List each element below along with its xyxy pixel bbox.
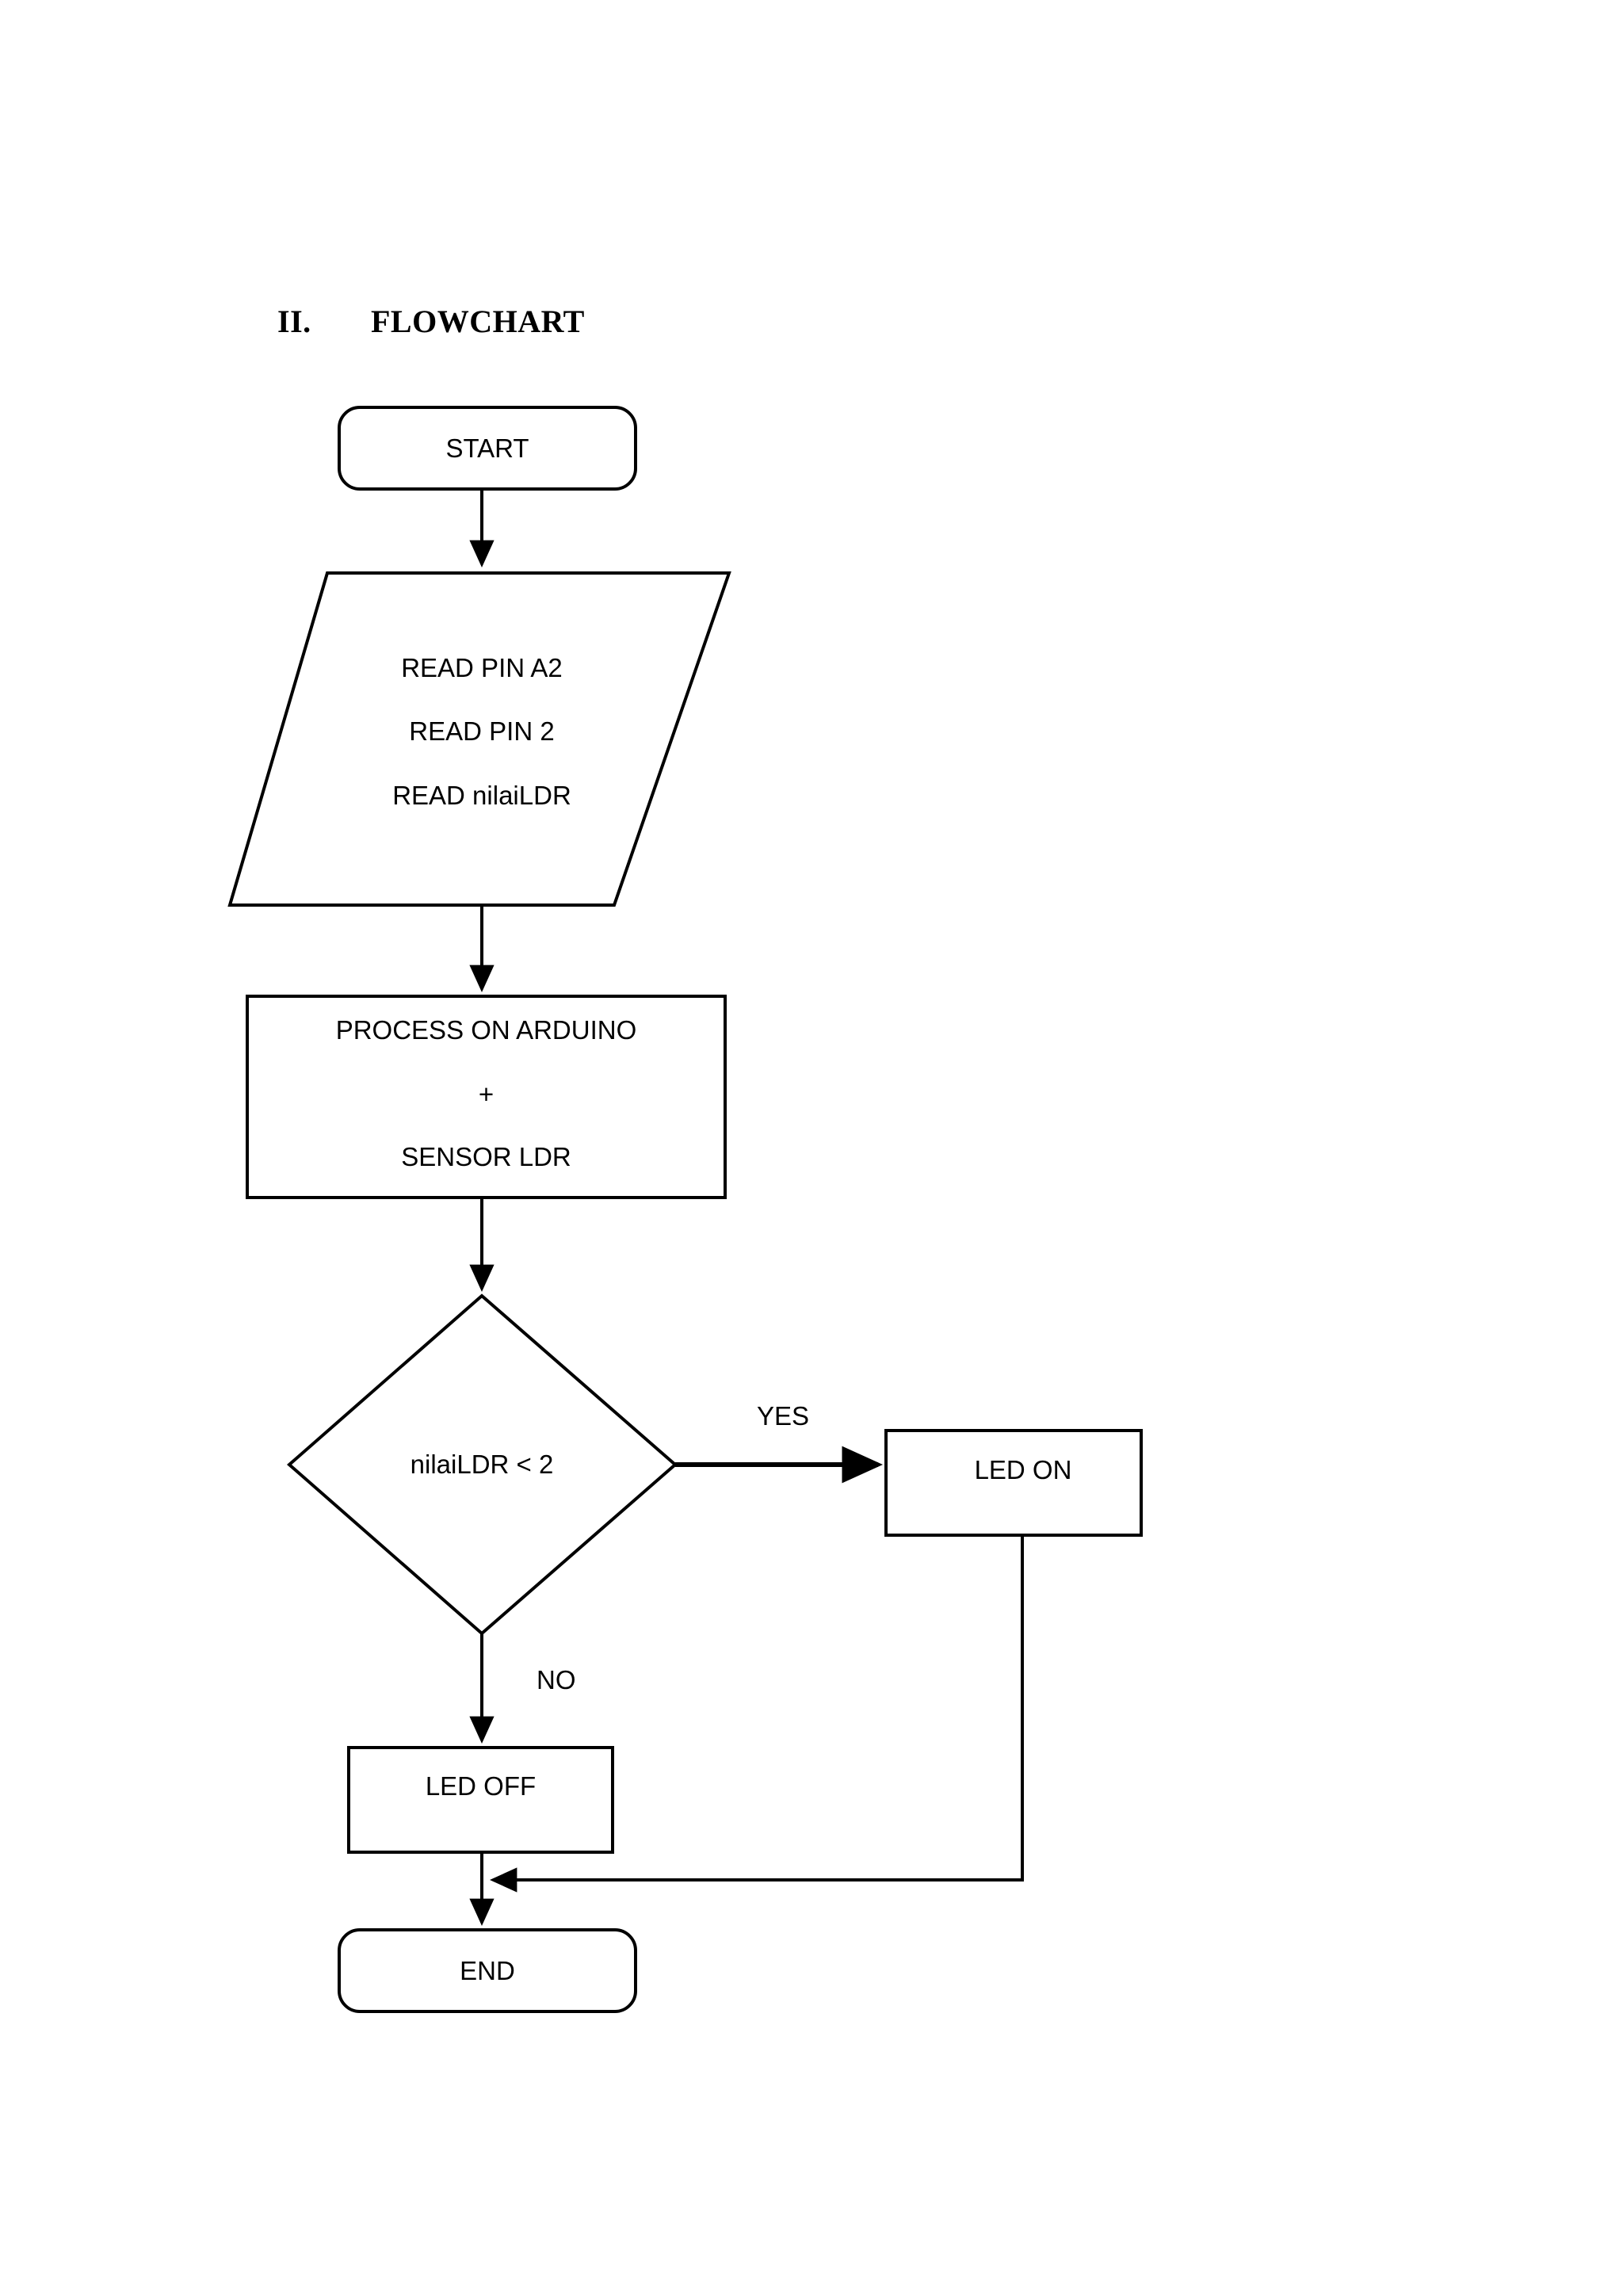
section-heading: II. FLOWCHART <box>277 303 585 340</box>
node-led-off-label: LED OFF <box>425 1771 537 1801</box>
node-led-off-shape <box>347 1746 614 1854</box>
node-decision-label: nilaiLDR < 2 <box>410 1450 554 1479</box>
node-end-shape <box>338 1928 637 2013</box>
node-start-label: START <box>445 434 529 463</box>
node-end-label: END <box>460 1956 515 1985</box>
edge-label-no: NO <box>537 1665 576 1694</box>
node-process-label-line2: + <box>478 1079 495 1109</box>
node-led-on-shape <box>884 1429 1143 1537</box>
node-start-shape <box>338 406 637 491</box>
node-input-label-line3: READ nilaiLDR <box>392 781 571 810</box>
node-process-label-line1: PROCESS ON ARDUINO <box>335 1015 637 1045</box>
node-process-label-line3: SENSOR LDR <box>401 1142 571 1171</box>
edge-led-on-to-end <box>489 1535 1024 1893</box>
section-title: FLOWCHART <box>371 304 585 339</box>
node-process-shape <box>246 995 727 1199</box>
section-number: II. <box>277 304 311 339</box>
edge-label-yes: YES <box>757 1401 810 1431</box>
node-input-shape <box>227 571 731 907</box>
node-input-label-line1: READ PIN A2 <box>401 653 563 682</box>
node-led-on-label: LED ON <box>974 1455 1072 1484</box>
node-input-label-line2: READ PIN 2 <box>409 716 555 746</box>
